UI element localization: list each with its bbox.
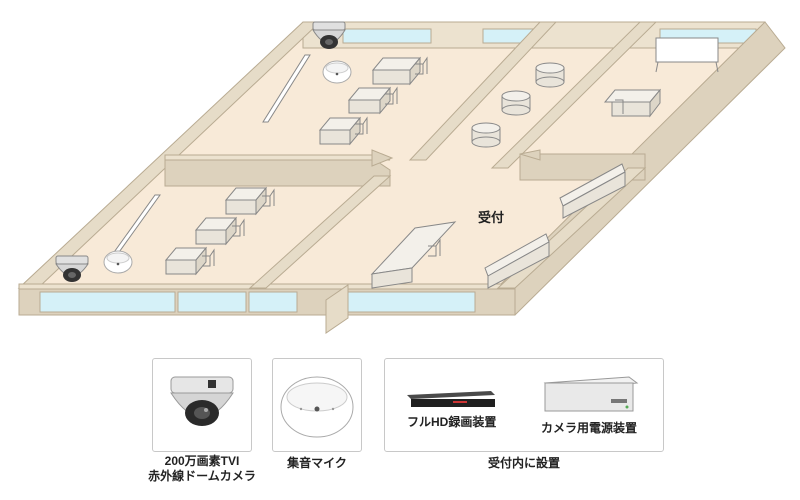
window [39, 291, 176, 313]
round-table [471, 122, 501, 148]
partition-wall [248, 175, 392, 289]
chair [202, 56, 624, 267]
whiteboard [655, 37, 719, 63]
desk [164, 246, 208, 276]
arrow-left-icon [519, 149, 541, 161]
corridor-wall [164, 157, 391, 187]
door [325, 284, 349, 334]
window [248, 291, 298, 313]
camera-panel [152, 358, 252, 452]
round-table [535, 62, 565, 88]
dome-camera-icon [170, 376, 234, 426]
window [346, 291, 476, 313]
desk [194, 216, 238, 246]
desk [224, 186, 268, 216]
microphone-icon [103, 250, 133, 274]
dome-camera-icon [55, 255, 89, 282]
recorder-label: フルHD録画装置 [407, 415, 497, 429]
desk [347, 86, 392, 115]
desk [603, 88, 662, 118]
corridor-wall [164, 154, 391, 161]
partition-wall [490, 21, 658, 169]
desk [371, 56, 422, 86]
power-supply-label: カメラ用電源装置 [541, 421, 638, 435]
power-supply-icon [543, 376, 639, 412]
dome-camera-icon [312, 21, 346, 49]
camera-caption-line2: 赤外線ドームカメラ [148, 469, 256, 483]
reception-counter [370, 221, 457, 289]
recorder-icon [407, 391, 495, 407]
reception-label: 受付 [478, 210, 504, 225]
window [342, 28, 432, 44]
reception-shelf [559, 163, 626, 219]
camera-caption: 200万画素TVI 赤外線ドームカメラ [132, 454, 272, 484]
floor-plan: 受付 [17, 21, 786, 334]
round-table [501, 90, 531, 116]
window [177, 291, 247, 313]
microphone-icon [322, 60, 352, 84]
reception-shelf [484, 233, 550, 289]
microphone-panel [272, 358, 362, 452]
microphone-caption: 集音マイク [287, 456, 347, 470]
reception-group-caption: 受付内に設置 [487, 456, 560, 470]
reception-equipment-panel: フルHD録画装置 カメラ用電源装置 [384, 358, 664, 452]
camera-caption-line1: 200万画素TVI [164, 454, 240, 468]
whiteboard [262, 54, 311, 123]
microphone-icon [280, 376, 354, 438]
partition-wall [408, 21, 558, 161]
arrow-right-icon [371, 149, 394, 167]
